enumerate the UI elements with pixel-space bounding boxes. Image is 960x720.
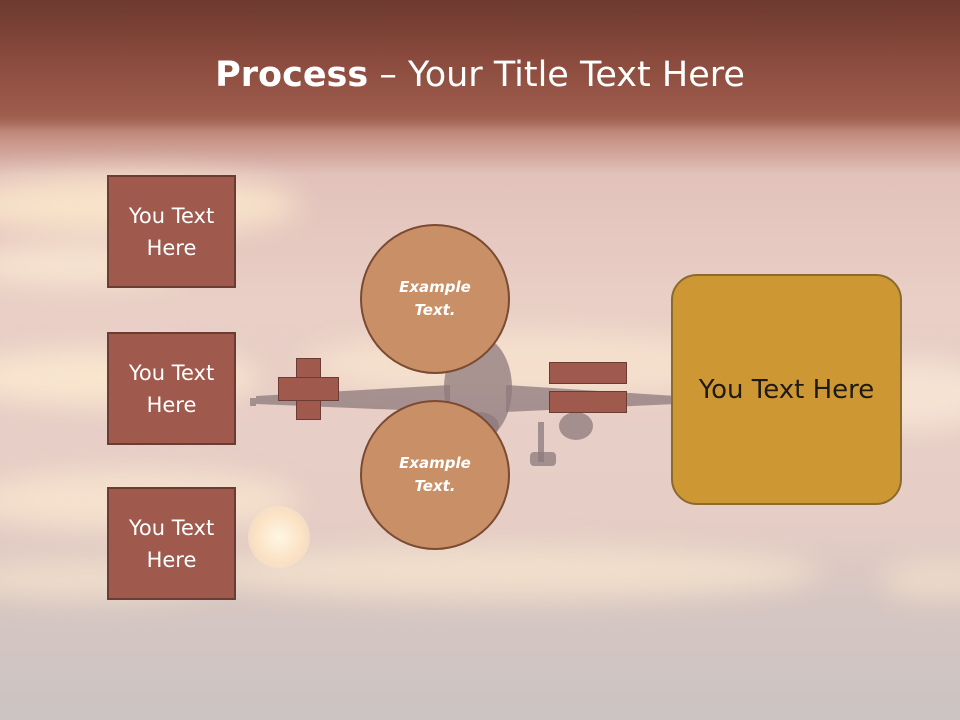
example-circle-1: Example Text.: [360, 224, 510, 374]
page-title: Process – Your Title Text Here: [0, 52, 960, 98]
title-dash: –: [368, 55, 408, 95]
left-box-label: You Text Here: [128, 203, 215, 260]
result-box: You Text Here: [671, 274, 902, 505]
circle-label: Example Text.: [399, 278, 471, 319]
background-cloud: [880, 560, 960, 600]
result-label: You Text Here: [698, 374, 875, 405]
circle-label: Example Text.: [399, 454, 471, 495]
left-box-label: You Text Here: [128, 360, 215, 417]
example-circle-2: Example Text.: [360, 400, 510, 550]
left-box-3: You Text Here: [107, 487, 236, 600]
header-band: [0, 0, 960, 130]
left-box-label: You Text Here: [128, 515, 215, 572]
left-box-2: You Text Here: [107, 332, 236, 445]
title-bold: Process: [215, 55, 369, 95]
left-box-1: You Text Here: [107, 175, 236, 288]
title-rest: Your Title Text Here: [407, 55, 745, 95]
sun: [248, 506, 310, 568]
